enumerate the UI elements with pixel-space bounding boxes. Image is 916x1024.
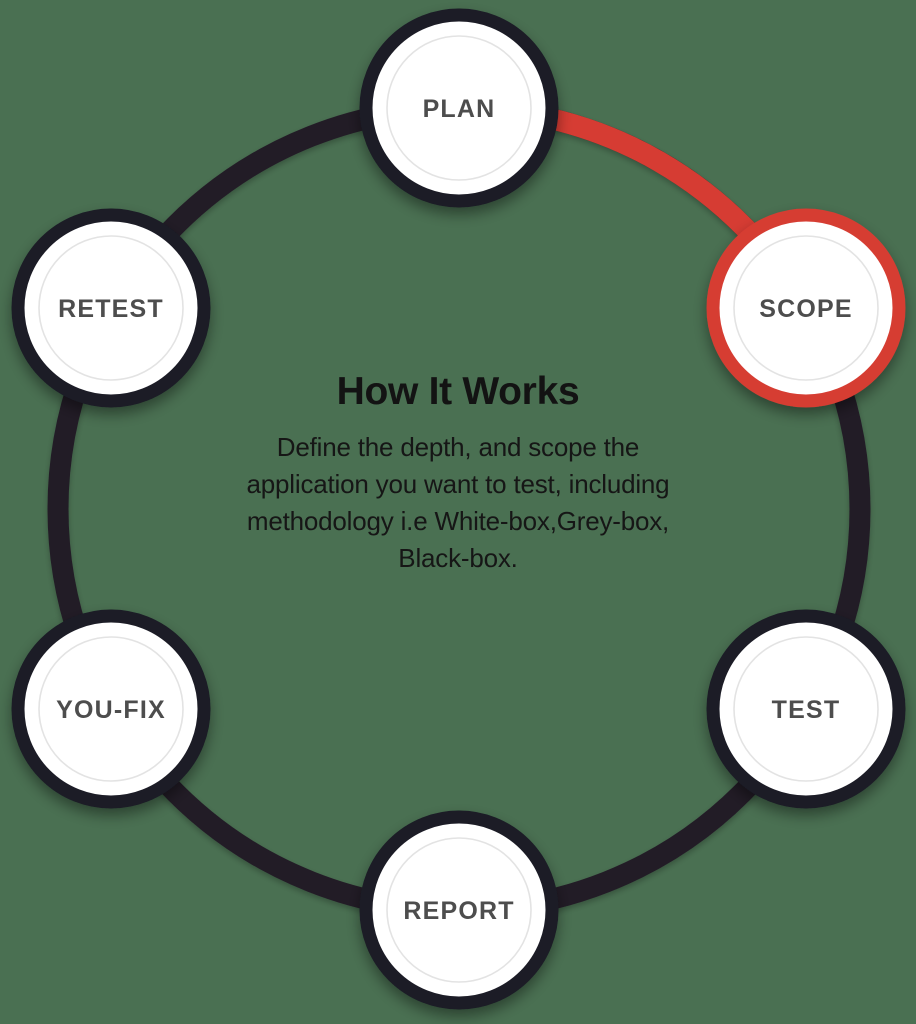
cycle-node-you-fix[interactable]: YOU-FIX [11, 609, 211, 809]
node-scope-outer-ring [706, 208, 906, 408]
cycle-node-plan[interactable]: PLAN [359, 8, 559, 208]
node-retest-inner-ring [38, 235, 184, 381]
cycle-node-plan-label: PLAN [423, 95, 496, 123]
cycle-node-test-label: TEST [772, 696, 841, 724]
node-test-inner-ring [733, 636, 879, 782]
cycle-node-you-fix-label: YOU-FIX [56, 696, 166, 724]
node-plan-outer-ring [359, 8, 559, 208]
cycle-node-retest[interactable]: RETEST [11, 208, 211, 408]
node-plan-inner-ring [386, 35, 532, 181]
node-you-fix-outer-ring [11, 609, 211, 809]
cycle-node-retest-label: RETEST [58, 295, 164, 323]
node-scope-inner-ring [733, 235, 879, 381]
cycle-node-test[interactable]: TEST [706, 609, 906, 809]
node-report-inner-ring [386, 837, 532, 983]
cycle-node-scope[interactable]: SCOPE [706, 208, 906, 408]
node-you-fix-inner-ring [38, 636, 184, 782]
cycle-node-report-label: REPORT [403, 897, 514, 925]
node-report-outer-ring [359, 810, 559, 1010]
node-retest-outer-ring [11, 208, 211, 408]
node-test-outer-ring [706, 609, 906, 809]
cycle-node-report[interactable]: REPORT [359, 810, 559, 1010]
cycle-node-scope-label: SCOPE [759, 295, 853, 323]
